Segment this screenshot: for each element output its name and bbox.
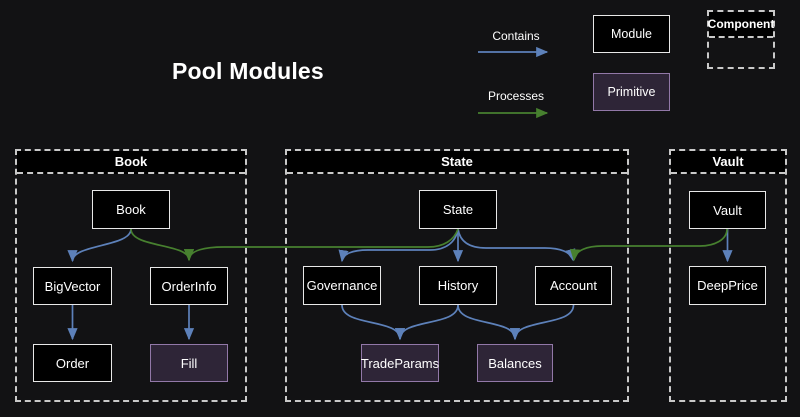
legend-processes-label: Processes (478, 89, 554, 103)
legend-module-box: Module (593, 15, 670, 53)
vault-container-title: Vault (671, 151, 785, 174)
node-account: Account (535, 266, 612, 305)
node-balances: Balances (477, 344, 553, 382)
legend-contains-label: Contains (478, 29, 554, 43)
node-deepprice-label: DeepPrice (697, 278, 758, 293)
node-state: State (419, 190, 497, 229)
book-container-title: Book (17, 151, 245, 174)
node-history: History (419, 266, 497, 305)
node-governance: Governance (303, 266, 381, 305)
node-book-label: Book (116, 202, 146, 217)
node-fill: Fill (150, 344, 228, 382)
node-governance-label: Governance (307, 278, 378, 293)
node-balances-label: Balances (488, 356, 541, 371)
node-bigvector: BigVector (33, 267, 112, 305)
node-deepprice: DeepPrice (689, 266, 766, 305)
state-container-title: State (287, 151, 627, 174)
node-history-label: History (438, 278, 478, 293)
node-bigvector-label: BigVector (45, 279, 101, 294)
node-orderinfo-label: OrderInfo (162, 279, 217, 294)
node-account-label: Account (550, 278, 597, 293)
node-book: Book (92, 190, 170, 229)
legend-component-label: Component (709, 12, 773, 38)
node-order: Order (33, 344, 112, 382)
page-title: Pool Modules (172, 58, 324, 85)
node-state-label: State (443, 202, 473, 217)
node-vault: Vault (689, 191, 766, 229)
node-tradeparams: TradeParams (361, 344, 439, 382)
node-order-label: Order (56, 356, 89, 371)
node-orderinfo: OrderInfo (150, 267, 228, 305)
node-tradeparams-label: TradeParams (361, 356, 439, 371)
node-vault-label: Vault (713, 203, 742, 218)
legend-primitive-box: Primitive (593, 73, 670, 111)
legend-primitive-label: Primitive (608, 85, 656, 99)
legend-module-label: Module (611, 27, 652, 41)
node-fill-label: Fill (181, 356, 198, 371)
legend-component-box: Component (707, 10, 775, 69)
